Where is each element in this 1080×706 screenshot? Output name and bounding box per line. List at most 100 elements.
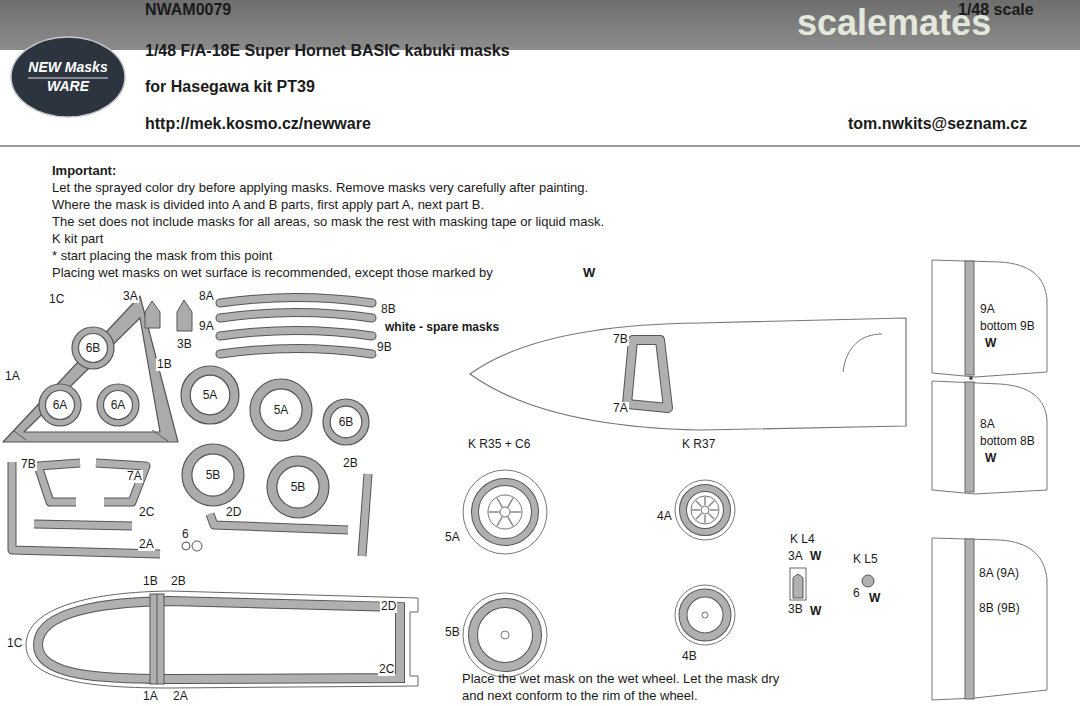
callout-number: 3A xyxy=(122,290,139,303)
callout-number: 7B xyxy=(612,333,629,346)
small-mask xyxy=(182,542,190,550)
wheel-spoke xyxy=(704,515,706,523)
part-number: 5B xyxy=(206,469,221,482)
callout-number: 2C xyxy=(138,506,155,519)
callout-number: 2C xyxy=(378,663,395,676)
node-body: 5B xyxy=(181,443,245,507)
callout-number: 1B xyxy=(142,575,159,588)
wheel-spoke xyxy=(508,516,514,526)
callout-number: W xyxy=(984,452,997,465)
mask-ring: 5B xyxy=(181,443,245,507)
callout-number: 2A xyxy=(138,538,155,551)
instruction-text: Important: xyxy=(52,164,116,178)
mask-ring: 5A xyxy=(180,365,240,425)
canopy-mask xyxy=(26,591,418,688)
instruction-text: W xyxy=(583,266,595,280)
callout-number: K L4 xyxy=(789,533,816,546)
callout-number: 7B xyxy=(20,458,37,471)
node-body: 5B xyxy=(266,455,330,519)
light-mask xyxy=(793,575,803,599)
callout-number: 6 xyxy=(181,528,190,541)
header-text: scalemates xyxy=(797,3,991,43)
callout-number: 3B xyxy=(787,603,804,616)
wheel-spoke xyxy=(709,514,715,520)
windscreen-mask xyxy=(3,296,178,442)
node-body: 6A xyxy=(38,383,82,427)
node-body: 6B xyxy=(322,398,370,446)
callout-number: 8B (9B) xyxy=(978,602,1021,615)
part-number: 6A xyxy=(53,399,68,412)
callout-number: 9A xyxy=(198,320,215,333)
instruction-text: The set does not include masks for all a… xyxy=(52,215,604,229)
header-text: NWAM0079 xyxy=(145,1,231,19)
node-body: 6A xyxy=(96,383,140,427)
instruction-text: Let the sprayed color dry before applyin… xyxy=(52,181,588,195)
node-body: NEW MasksWARE xyxy=(10,36,126,118)
mask-ring: 5A xyxy=(249,378,313,442)
callout-number: 9B xyxy=(376,341,393,354)
sheet-title: 1/48 F/A-18E Super Hornet BASIC kabuki m… xyxy=(145,42,510,60)
fuselage-outline xyxy=(470,318,906,430)
instruction-text: * start placing the mask from this point xyxy=(52,249,272,263)
logo-text: NEW Masks xyxy=(28,60,107,75)
part-number: 6B xyxy=(86,342,101,355)
logo-text: WARE xyxy=(47,79,89,94)
header-text: tom.nwkits@seznam.cz xyxy=(848,115,1027,133)
callout-number: 4A xyxy=(656,510,673,523)
mask-ring: 6B xyxy=(71,326,115,370)
callout-number: 3B xyxy=(176,338,193,351)
callout-number: 8A xyxy=(198,290,215,303)
logo-oval: NEW MasksWARE xyxy=(10,36,126,118)
callout-number: 8A (9A) xyxy=(978,567,1020,580)
wheel-spoke xyxy=(497,498,503,508)
callout-number: K R37 xyxy=(681,438,716,451)
callout-number: white - spare masks xyxy=(384,321,500,334)
small-mask xyxy=(192,541,202,551)
callout-number: 5A xyxy=(444,531,461,544)
callout-number: 6 xyxy=(852,587,861,600)
callout-number: 2D xyxy=(225,506,242,519)
mask-ring: 6B xyxy=(322,398,370,446)
wheel-spoke xyxy=(692,509,700,511)
callout-number: 8A xyxy=(979,418,996,431)
callout-number: W xyxy=(868,592,881,605)
rule-line xyxy=(0,145,1080,147)
note-text: Place the wet mask on the wet wheel. Let… xyxy=(462,671,792,705)
callout-number: 7A xyxy=(126,470,143,483)
part-number: 6A xyxy=(111,399,126,412)
callout-number: 1C xyxy=(48,293,65,306)
callout-number: 1A xyxy=(142,690,159,703)
wheel-spoke xyxy=(709,501,715,507)
callout-number: bottom 8B xyxy=(979,435,1036,448)
callout-number: 1B xyxy=(156,358,173,371)
callout-number: 4B xyxy=(681,650,698,663)
wheel-spoke xyxy=(704,497,706,505)
wheel-spoke xyxy=(489,511,500,513)
light-mask xyxy=(862,575,874,587)
mask-ring: 6A xyxy=(96,383,140,427)
instruction-text: Where the mask is divided into A and B p… xyxy=(52,198,484,212)
header-text: http://mek.kosmo.cz/newware xyxy=(145,115,371,133)
callout-number: W xyxy=(809,605,822,618)
wheel-spoke xyxy=(508,498,514,508)
tab-mask xyxy=(145,301,160,328)
wheel-spoke xyxy=(510,511,521,513)
callout-number: K R35 + C6 xyxy=(467,438,531,451)
instruction-text: Placing wet masks on wet surface is reco… xyxy=(52,266,493,280)
wing-panels xyxy=(932,260,1047,700)
header-text: for Hasegawa kit PT39 xyxy=(145,78,315,96)
callout-number: 7A xyxy=(612,402,629,415)
callout-number: 2B xyxy=(170,575,187,588)
tab-mask xyxy=(177,300,192,331)
wheel-masks xyxy=(463,470,735,677)
part-number: 5A xyxy=(203,389,218,402)
node-body: 5A xyxy=(249,378,313,442)
node-body: 5A xyxy=(180,365,240,425)
strip-masks xyxy=(220,298,372,355)
node-body: 6B xyxy=(71,326,115,370)
logo-shape xyxy=(10,36,126,118)
mask-ring: 5B xyxy=(266,455,330,519)
callout-number: 8B xyxy=(380,303,397,316)
callout-number: 2D xyxy=(380,600,397,613)
